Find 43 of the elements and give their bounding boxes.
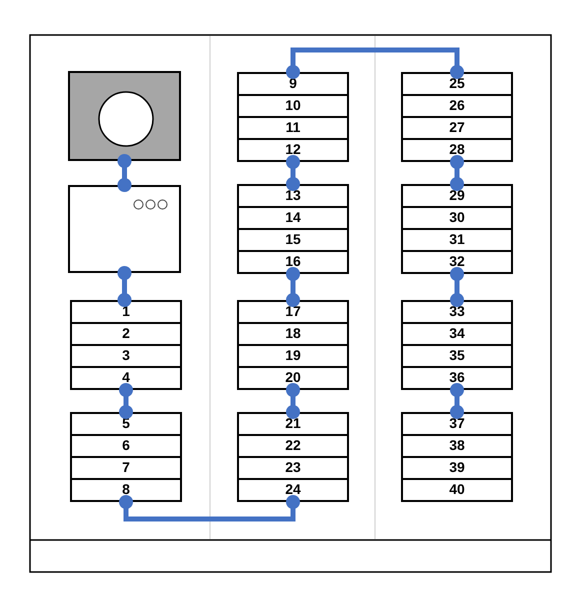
connector xyxy=(119,383,133,419)
numbered-cell: 34 xyxy=(401,322,513,346)
numbered-cell: 24 xyxy=(237,478,349,502)
numbered-cell: 2 xyxy=(70,322,182,346)
numbered-cell: 30 xyxy=(401,206,513,230)
numbered-cell: 28 xyxy=(401,138,513,162)
connector xyxy=(118,154,132,192)
numbered-cell: 23 xyxy=(237,456,349,480)
numbered-cell: 3 xyxy=(70,344,182,368)
numbered-cell: 4 xyxy=(70,366,182,390)
numbered-cell: 10 xyxy=(237,94,349,118)
numbered-cell: 18 xyxy=(237,322,349,346)
connector xyxy=(450,155,464,191)
numbered-cell: 11 xyxy=(237,116,349,140)
numbered-cell: 39 xyxy=(401,456,513,480)
numbered-cell: 15 xyxy=(237,228,349,252)
numbered-cell: 40 xyxy=(401,478,513,502)
numbered-cell: 38 xyxy=(401,434,513,458)
camera-box xyxy=(68,71,181,161)
connector xyxy=(119,495,300,522)
numbered-cell: 27 xyxy=(401,116,513,140)
numbered-cell: 22 xyxy=(237,434,349,458)
numbered-cell: 7 xyxy=(70,456,182,480)
connector xyxy=(286,383,300,419)
connector xyxy=(450,383,464,419)
numbered-cell: 19 xyxy=(237,344,349,368)
numbered-cell: 20 xyxy=(237,366,349,390)
numbered-cell: 26 xyxy=(401,94,513,118)
numbered-cell: 12 xyxy=(237,138,349,162)
numbered-cell: 6 xyxy=(70,434,182,458)
connector xyxy=(286,267,300,307)
numbered-cell: 35 xyxy=(401,344,513,368)
numbered-cell: 36 xyxy=(401,366,513,390)
connector xyxy=(286,48,464,79)
numbered-cell: 8 xyxy=(70,478,182,502)
connector xyxy=(118,266,132,307)
numbered-cell: 32 xyxy=(401,250,513,274)
connector xyxy=(286,155,300,191)
numbered-cell: 14 xyxy=(237,206,349,230)
numbered-cell: 16 xyxy=(237,250,349,274)
connector xyxy=(450,267,464,307)
numbered-cell: 31 xyxy=(401,228,513,252)
controller-box xyxy=(68,185,181,273)
